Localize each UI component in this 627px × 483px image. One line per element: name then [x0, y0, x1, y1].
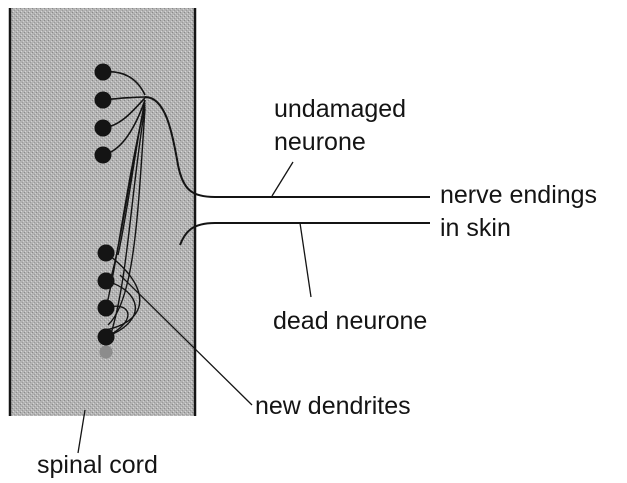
- new-dendrites-label: new dendrites: [255, 392, 411, 421]
- undamaged-leader: [272, 162, 293, 196]
- cell-body: [95, 92, 112, 109]
- undamaged-neurone-label-line2: neurone: [274, 128, 366, 157]
- undamaged-neurone-label-line1: undamaged: [274, 95, 406, 124]
- spinal-cord-leader: [78, 410, 85, 453]
- dead-cell-body: [100, 346, 113, 359]
- dead-neurone-label: dead neurone: [273, 307, 427, 336]
- cell-body: [98, 300, 115, 317]
- dead-neurone-axon: [180, 223, 430, 245]
- cell-body: [98, 245, 115, 262]
- dead-leader: [300, 223, 311, 297]
- nerve-endings-label-line1: nerve endings: [440, 181, 597, 210]
- nerve-endings-label-line2: in skin: [440, 214, 511, 243]
- cell-body: [98, 273, 115, 290]
- spinal-cord-label: spinal cord: [37, 451, 158, 480]
- cell-body: [95, 147, 112, 164]
- cell-body: [98, 329, 115, 346]
- cell-body: [95, 64, 112, 81]
- cell-body: [95, 120, 112, 137]
